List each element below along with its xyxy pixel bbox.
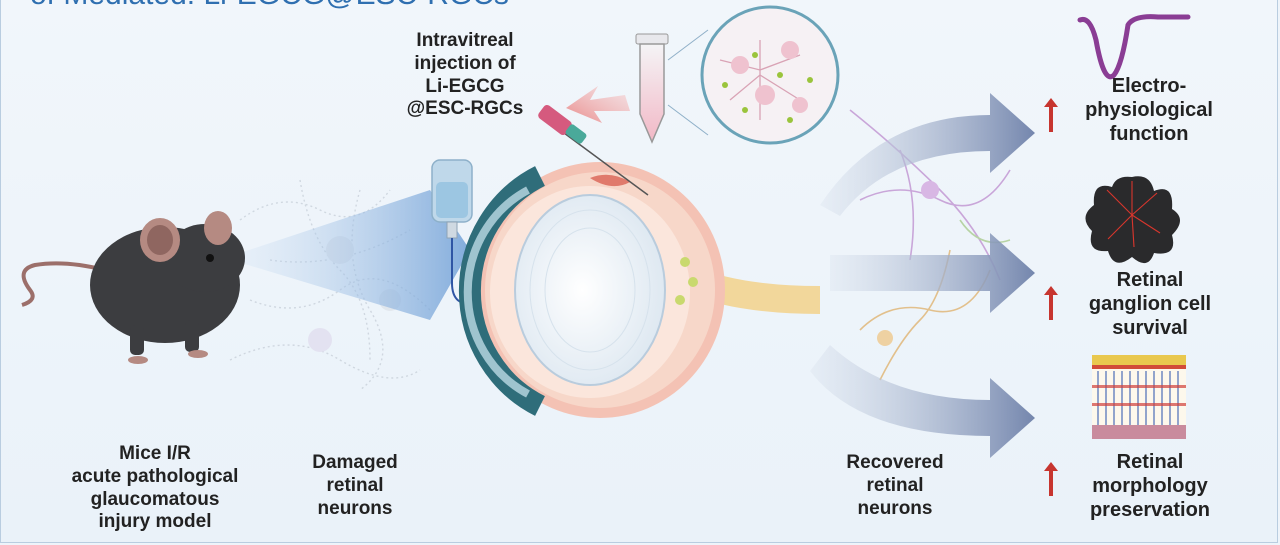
- label-line: glaucomatous: [90, 488, 220, 510]
- label-line: injection of: [414, 52, 516, 74]
- label-line: Intravitreal: [416, 30, 514, 51]
- label-line: survival: [1112, 317, 1188, 339]
- label-line: injury model: [98, 511, 212, 533]
- outcome-arrow-bottom: [810, 345, 1035, 458]
- label-line: function: [1109, 123, 1189, 145]
- outcome-arrows: [810, 93, 1035, 458]
- flatmount-retina-icon: [1085, 176, 1180, 264]
- label-line: Li-EGCG: [425, 75, 505, 97]
- label-line: retinal: [326, 474, 384, 496]
- injection-label: Intravitreal injection of Li-EGCG @ESC-R…: [375, 30, 555, 121]
- magnified-cells-circle: [667, 5, 840, 145]
- outcome-morphology-label: Retinal morphology preservation: [1060, 450, 1240, 522]
- increase-arrow-icon: [1044, 462, 1058, 496]
- wave-icon: [1077, 14, 1191, 80]
- eye-illustration: [458, 162, 821, 418]
- label-line: neurons: [857, 497, 933, 519]
- label-line: Recovered: [846, 452, 944, 473]
- label-line: retinal: [866, 474, 924, 496]
- increase-arrow-icon: [1044, 98, 1058, 132]
- mouse-icon: [21, 211, 245, 364]
- label-line: @ESC-RGCs: [406, 98, 524, 120]
- label-line: acute pathological: [71, 465, 239, 487]
- mouse-model-label: Mice I/R acute pathological glaucomatous…: [40, 443, 270, 534]
- label-line: physiological: [1085, 99, 1213, 121]
- tube-icon: [635, 33, 669, 144]
- recovered-neurons-illustration: [849, 109, 1011, 381]
- outcome-electrophysiology-label: Electro- physiological function: [1064, 74, 1234, 146]
- retinal-layers-icon: [1092, 355, 1186, 439]
- syringe-icon: [538, 104, 649, 196]
- outcome-arrow-top: [820, 93, 1035, 216]
- transfer-arrow: [566, 86, 630, 123]
- imaging-beam: [225, 190, 470, 320]
- label-line: Retinal: [1116, 451, 1184, 473]
- header-title: of Mediated: Li-EGCG@ESC-RGCs: [30, 0, 509, 12]
- label-line: morphology: [1092, 475, 1208, 497]
- increase-arrow-icon: [1044, 286, 1058, 320]
- label-line: Damaged: [312, 452, 398, 473]
- damaged-neurons-label: Damaged retinal neurons: [280, 452, 430, 520]
- label-line: ganglion cell: [1088, 293, 1212, 315]
- label-line: Mice I/R: [119, 443, 191, 464]
- label-line: preservation: [1089, 499, 1211, 521]
- outcome-arrow-middle: [830, 233, 1035, 313]
- label-line: Electro-: [1111, 75, 1187, 97]
- label-line: neurons: [317, 497, 393, 519]
- outcome-rgc-survival-label: Retinal ganglion cell survival: [1060, 268, 1240, 340]
- label-line: Retinal: [1116, 269, 1184, 291]
- recovered-neurons-label: Recovered retinal neurons: [810, 452, 980, 520]
